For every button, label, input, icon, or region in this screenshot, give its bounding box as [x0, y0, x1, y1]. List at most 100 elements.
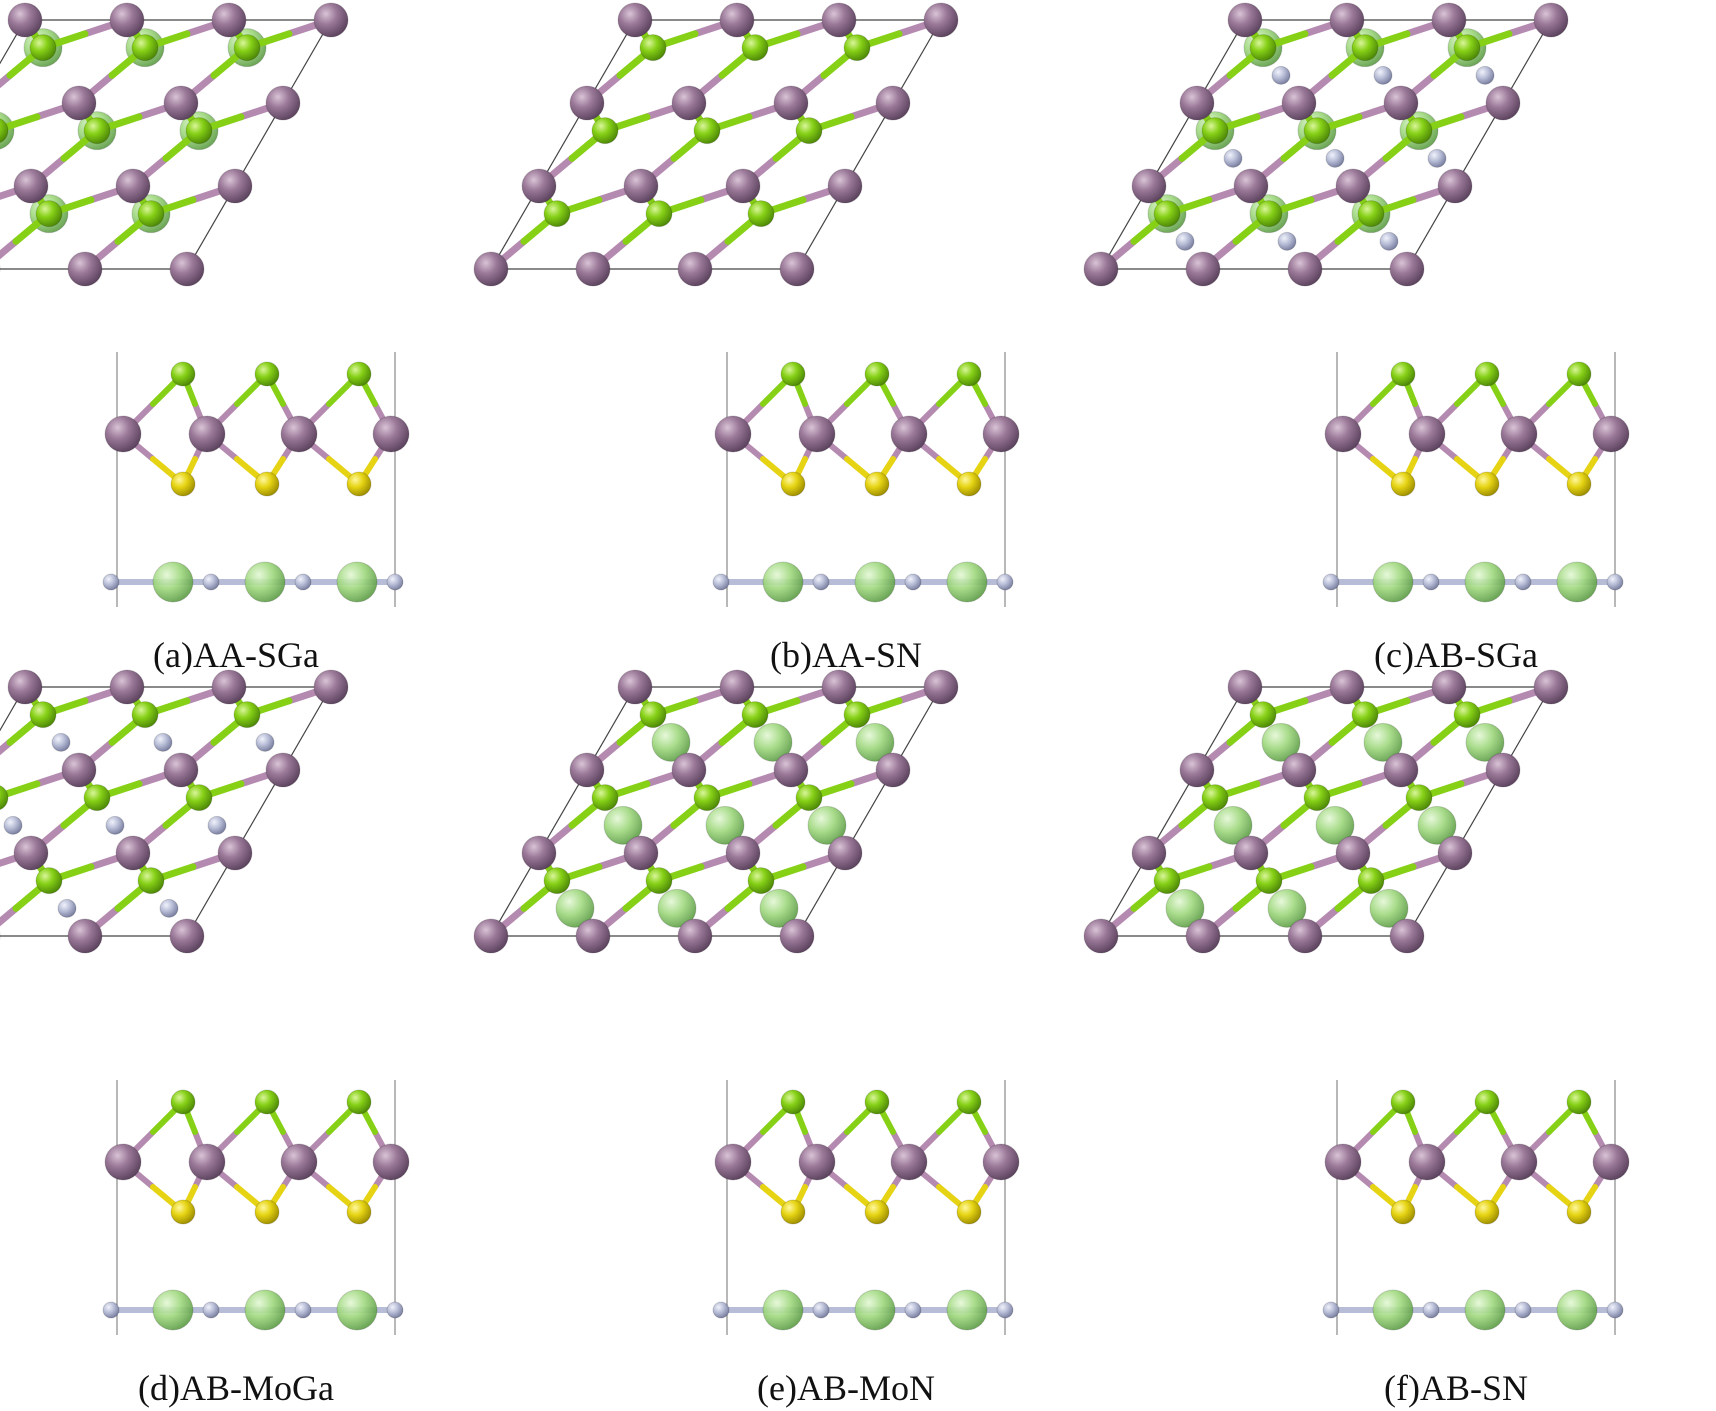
molybdenum-atom — [1281, 85, 1317, 121]
molybdenum-atom — [1083, 251, 1119, 287]
molybdenum-atom — [575, 918, 611, 954]
sulfur-atom — [693, 784, 721, 812]
sulfur-atom — [1357, 200, 1385, 228]
molybdenum-atom — [1281, 752, 1317, 788]
sulfur-atom — [1390, 1089, 1416, 1115]
top-view-panel-c — [1083, 2, 1569, 287]
molybdenum-atom — [1408, 1143, 1446, 1181]
sulfur-atom — [29, 701, 57, 729]
nitrogen-atom — [1271, 65, 1291, 85]
sulfur-atom — [1303, 117, 1331, 145]
sulfur-atom — [131, 701, 159, 729]
molybdenum-atom — [569, 752, 605, 788]
molybdenum-atom — [265, 85, 301, 121]
sulfur-atom — [795, 117, 823, 145]
molybdenum-atom — [1329, 2, 1365, 38]
nitrogen-atom — [1277, 231, 1297, 251]
sulfur-atom — [1351, 34, 1379, 62]
molybdenum-atom — [1592, 1143, 1630, 1181]
caption-panel-f: (f)AB-SN — [1384, 1368, 1528, 1408]
molybdenum-atom — [1179, 85, 1215, 121]
molybdenum-atom — [1227, 669, 1263, 705]
sulfur-atom — [543, 867, 571, 895]
sulfur-atom — [864, 1089, 890, 1115]
sulfur-atom — [1566, 1199, 1592, 1225]
gallium-atom — [1464, 561, 1506, 603]
molybdenum-atom — [1324, 1143, 1362, 1181]
top-view-panel-d — [0, 669, 349, 954]
molybdenum-atom — [798, 1143, 836, 1181]
molybdenum-atom — [1437, 835, 1473, 871]
molybdenum-atom — [821, 669, 857, 705]
gallium-atom — [807, 805, 847, 845]
sulfur-atom — [956, 361, 982, 387]
sulfur-atom — [956, 1199, 982, 1225]
sulfur-atom — [254, 1199, 280, 1225]
sulfur-atom — [1249, 34, 1277, 62]
molybdenum-atom — [217, 835, 253, 871]
sulfur-atom — [1474, 1089, 1500, 1115]
bond — [0, 237, 20, 260]
molybdenum-atom — [725, 835, 761, 871]
gallium-atom — [1315, 805, 1355, 845]
nitrogen-atom — [294, 573, 312, 591]
molybdenum-atom — [211, 669, 247, 705]
nitrogen-atom — [1325, 148, 1345, 168]
molybdenum-atom — [719, 669, 755, 705]
molybdenum-atom — [569, 85, 605, 121]
molybdenum-atom — [265, 752, 301, 788]
sulfur-atom — [780, 361, 806, 387]
molybdenum-atom — [13, 168, 49, 204]
caption-panel-a: (a)AA-SGa — [153, 635, 319, 675]
molybdenum-atom — [1287, 251, 1323, 287]
sulfur-atom — [645, 200, 673, 228]
molybdenum-atom — [104, 415, 142, 453]
molybdenum-atom — [1185, 251, 1221, 287]
molybdenum-atom — [725, 168, 761, 204]
molybdenum-atom — [521, 168, 557, 204]
molybdenum-atom — [109, 669, 145, 705]
sulfur-atom — [1405, 784, 1433, 812]
nitrogen-atom — [202, 1301, 220, 1319]
molybdenum-atom — [714, 415, 752, 453]
sulfur-atom — [137, 867, 165, 895]
sulfur-atom — [346, 1199, 372, 1225]
gallium-atom — [1267, 888, 1307, 928]
sulfur-atom — [1474, 361, 1500, 387]
gallium-atom — [1372, 1289, 1414, 1331]
nitrogen-atom — [812, 1301, 830, 1319]
nitrogen-atom — [1422, 1301, 1440, 1319]
gallium-atom — [762, 1289, 804, 1331]
molybdenum-atom — [372, 415, 410, 453]
molybdenum-atom — [779, 251, 815, 287]
caption-panel-b: (b)AA-SN — [770, 635, 922, 675]
nitrogen-atom — [1475, 65, 1495, 85]
molybdenum-atom — [1383, 752, 1419, 788]
molybdenum-atom — [1500, 1143, 1538, 1181]
sulfur-atom — [843, 701, 871, 729]
sulfur-atom — [639, 701, 667, 729]
molybdenum-atom — [890, 415, 928, 453]
molybdenum-atom — [67, 918, 103, 954]
sulfur-atom — [1249, 701, 1277, 729]
sulfur-atom — [83, 784, 111, 812]
molybdenum-atom — [1389, 251, 1425, 287]
molybdenum-atom — [875, 752, 911, 788]
sulfur-atom — [843, 34, 871, 62]
molybdenum-atom — [109, 2, 145, 38]
sulfur-atom — [1390, 361, 1416, 387]
molybdenum-atom — [671, 85, 707, 121]
gallium-atom — [555, 888, 595, 928]
molybdenum-atom — [7, 2, 43, 38]
sulfur-atom — [35, 200, 63, 228]
molybdenum-atom — [217, 168, 253, 204]
molybdenum-atom — [982, 415, 1020, 453]
sulfur-atom — [741, 34, 769, 62]
gallium-atom — [705, 805, 745, 845]
caption-panel-e: (e)AB-MoN — [757, 1368, 935, 1408]
molybdenum-atom — [115, 168, 151, 204]
sulfur-atom — [131, 34, 159, 62]
gallium-atom — [762, 561, 804, 603]
gallium-atom — [1261, 722, 1301, 762]
sulfur-atom — [864, 361, 890, 387]
